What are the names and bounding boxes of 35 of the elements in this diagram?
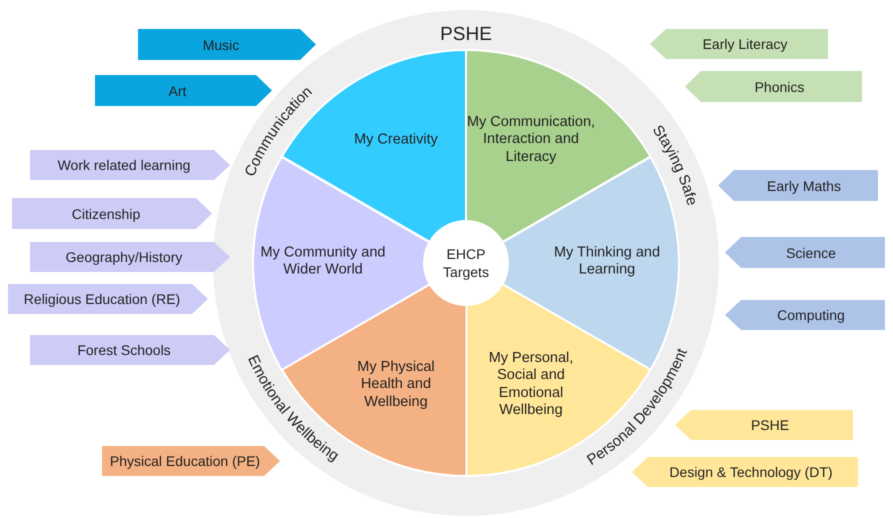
subject-tag bbox=[12, 198, 212, 229]
ring-heading: PSHE bbox=[440, 24, 492, 45]
subject-tag bbox=[30, 150, 230, 180]
center-label: EHCP Targets bbox=[442, 244, 490, 282]
subject-tag bbox=[30, 242, 230, 272]
sector-label: My Creativity bbox=[353, 131, 439, 149]
subject-label: Music bbox=[202, 36, 240, 52]
subject-tag bbox=[8, 284, 208, 314]
subject-label: Physical Education (PE) bbox=[110, 453, 260, 469]
subject-tag bbox=[102, 446, 280, 476]
subject-tag bbox=[685, 71, 862, 102]
subject-label: Religious Education (RE) bbox=[24, 291, 180, 307]
subject-label: Early Literacy bbox=[702, 36, 788, 52]
subject-label: Geography/History bbox=[66, 249, 182, 265]
subject-label: Science bbox=[786, 244, 836, 260]
subject-tag bbox=[725, 300, 885, 330]
sector-label: My Physical Health and Wellbeing bbox=[356, 358, 436, 412]
sector-label: My Personal, Social and Emotional Wellbeing bbox=[488, 350, 574, 420]
subject-tag bbox=[725, 237, 885, 268]
subject-label: PSHE bbox=[750, 417, 790, 433]
subject-label: Computing bbox=[777, 307, 845, 323]
sector-label: My Communication, Interaction and Literacy bbox=[466, 114, 596, 166]
subject-label: Forest Schools bbox=[77, 342, 171, 358]
subject-label: Citizenship bbox=[72, 206, 140, 222]
subject-label: Phonics bbox=[754, 78, 804, 94]
sector-label: My Community and Wider World bbox=[260, 244, 386, 280]
subject-label: Work related learning bbox=[58, 157, 190, 173]
subject-label: Art bbox=[168, 82, 186, 98]
sector-label: My Thinking and Learning bbox=[552, 244, 662, 280]
subject-tag bbox=[138, 29, 316, 60]
subject-label: Design & Technology (DT) bbox=[669, 464, 833, 480]
subject-tag bbox=[650, 29, 828, 59]
subject-tag bbox=[718, 170, 878, 201]
subject-label: Early Maths bbox=[767, 178, 841, 194]
subject-tag bbox=[30, 335, 230, 365]
